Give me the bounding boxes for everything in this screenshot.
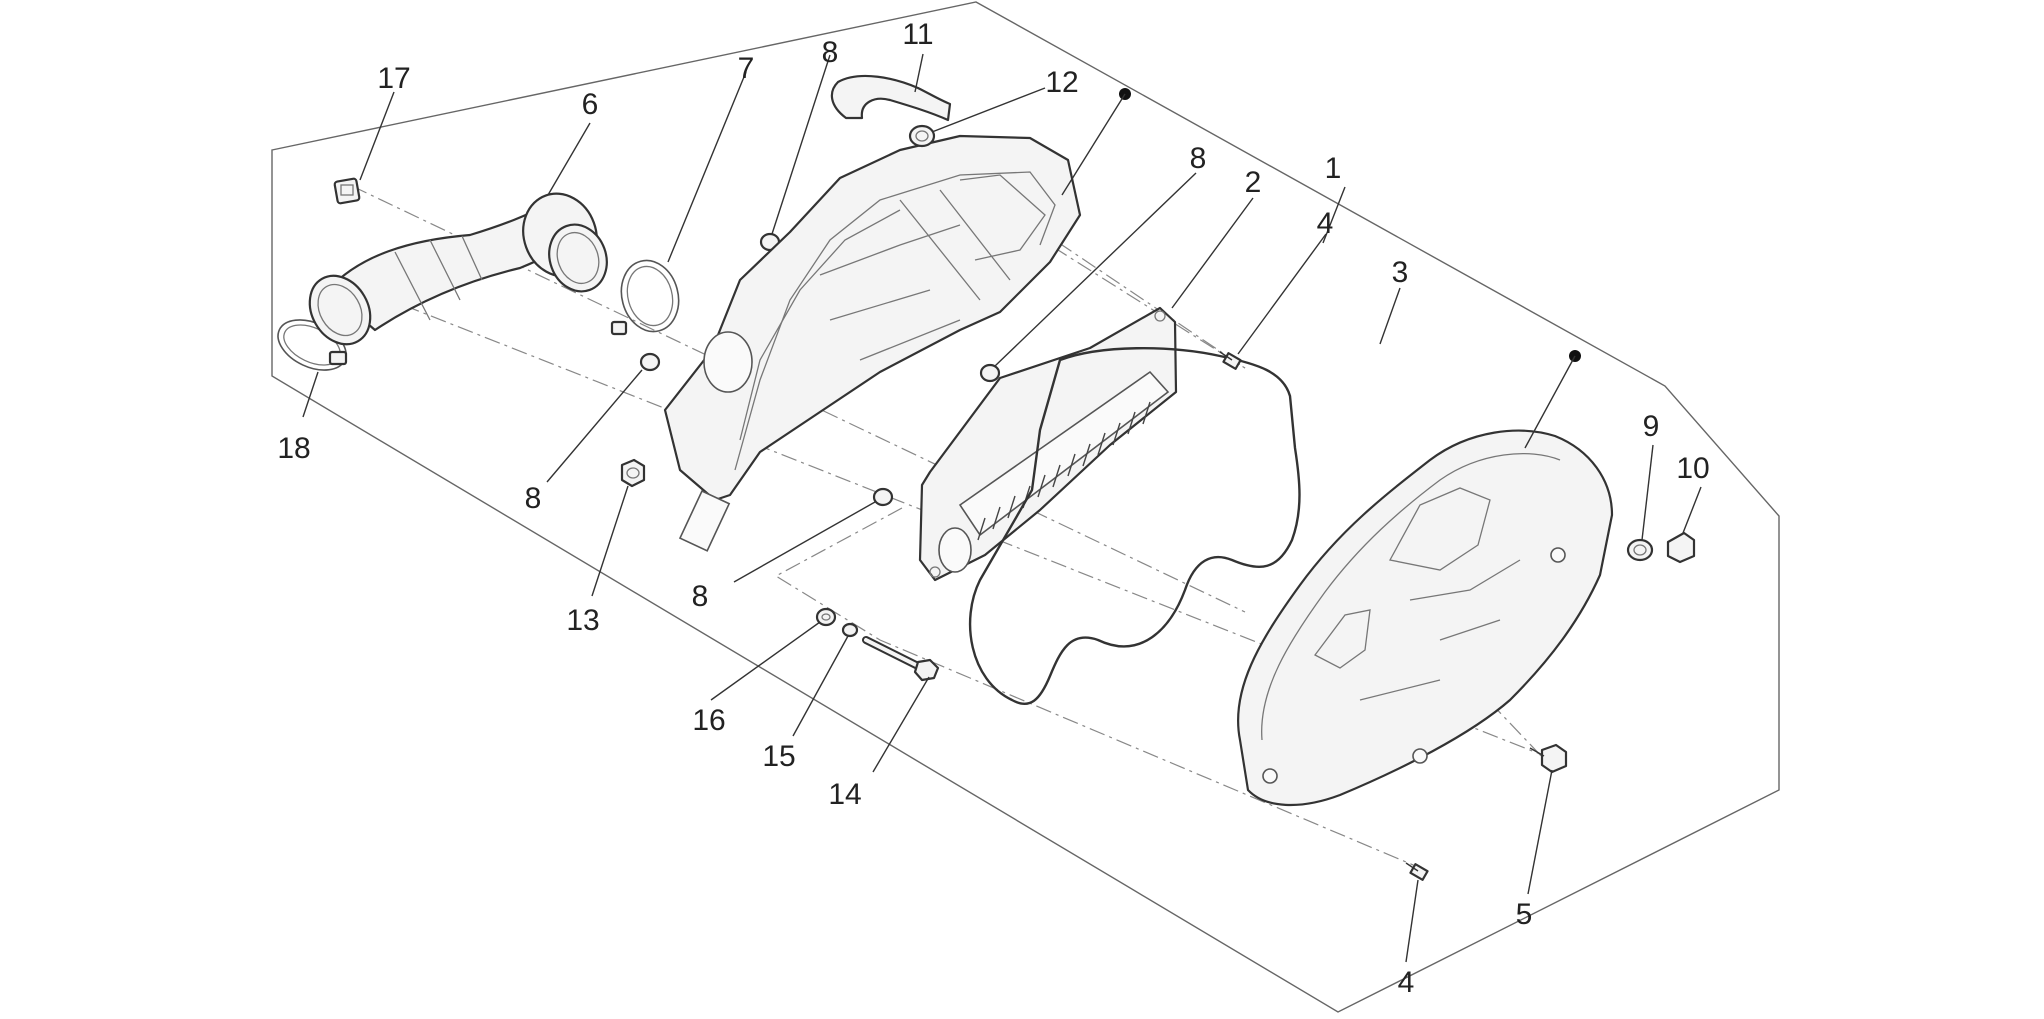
nut-13 [620,458,646,488]
clip-nut-17 [333,177,361,205]
washer-16 [815,607,837,627]
callout-10: 10 [1676,452,1709,485]
callout-11: 11 [902,18,933,51]
filter-pleats [977,401,1151,541]
grommets-8 [639,232,1001,507]
filter-element-2 [918,306,1178,582]
drain-plug-5 [1529,743,1568,774]
hose-clamp-7 [610,259,680,336]
cap-10 [1666,531,1696,564]
callout-8-bottom: 8 [692,580,709,613]
callout-18: 18 [277,432,310,465]
callout-2: 2 [1245,166,1262,199]
callout-7: 7 [738,52,755,85]
clip-9 [1626,538,1654,562]
filter-housing-body [663,134,1082,552]
clip-12 [908,124,936,148]
filter-cover [1236,429,1614,807]
callout-8-left: 8 [525,482,542,515]
callout-labels: 1 2 3 4 4 5 6 7 8 8 8 8 9 10 11 12 13 14… [277,18,1709,999]
callout-16: 16 [692,704,725,737]
callout-15: 15 [762,740,795,773]
callout-5: 5 [1516,898,1533,931]
callout-9: 9 [1643,410,1660,443]
gasket-3 [968,346,1301,706]
assembly-frame [271,1,1780,1013]
callout-13: 13 [566,604,599,637]
intake-duct-6 [308,192,608,346]
callout-4-upper: 4 [1317,207,1334,240]
callout-17: 17 [377,62,410,95]
screws-4 [1219,351,1429,881]
callout-4-lower: 4 [1398,966,1415,999]
callout-8-top: 8 [822,36,839,69]
leader-lines [302,53,1702,963]
callout-6: 6 [582,88,599,121]
callout-8-right: 8 [1190,142,1207,175]
callout-12: 12 [1045,66,1078,99]
callout-14: 14 [828,778,861,811]
callout-3: 3 [1392,256,1409,289]
bolt-14 [862,636,940,682]
callout-1: 1 [1325,152,1342,185]
hose-11 [830,74,952,122]
washer-15 [841,622,859,638]
